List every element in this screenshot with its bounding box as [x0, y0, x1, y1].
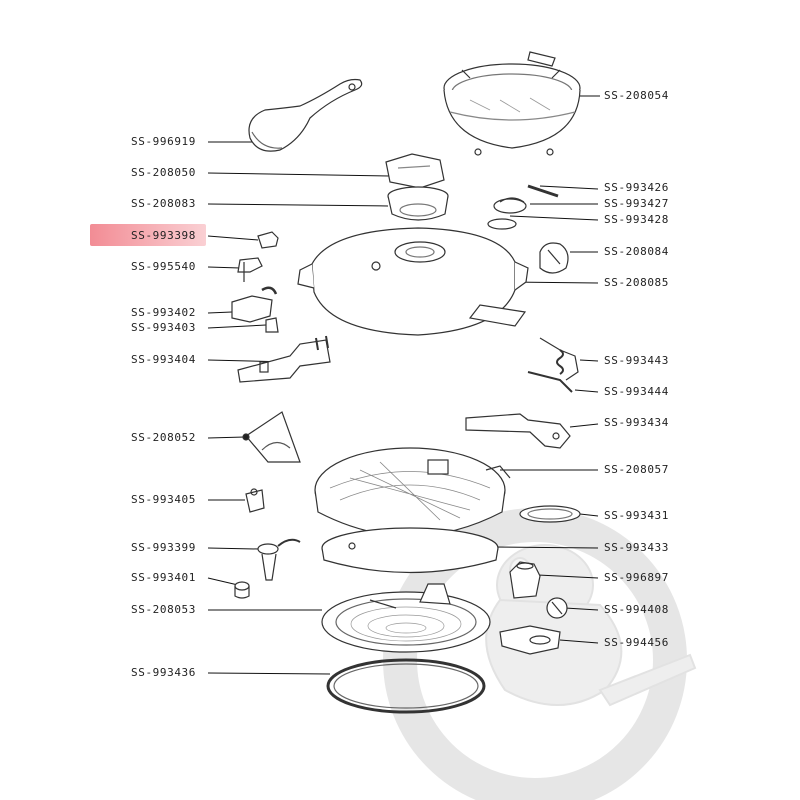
part-label-ss-996897[interactable]: SS-996897 [604, 571, 670, 584]
part-label-ss-208084[interactable]: SS-208084 [604, 245, 670, 258]
part-label-ss-993401[interactable]: SS-993401 [131, 571, 197, 584]
part-label-ss-994456[interactable]: SS-994456 [604, 636, 670, 649]
part-label-ss-993404[interactable]: SS-993404 [131, 353, 197, 366]
part-label-ss-993436[interactable]: SS-993436 [131, 666, 197, 679]
part-label-ss-993428[interactable]: SS-993428 [604, 213, 670, 226]
part-label-ss-208054[interactable]: SS-208054 [604, 89, 670, 102]
part-label-ss-993399[interactable]: SS-993399 [131, 541, 197, 554]
part-label-ss-208083[interactable]: SS-208083 [131, 197, 197, 210]
heating-plate-part [321, 583, 491, 653]
part-label-ss-996919[interactable]: SS-996919 [131, 135, 197, 148]
part-label-ss-993403[interactable]: SS-993403 [131, 321, 197, 334]
part-label-ss-993444[interactable]: SS-993444 [604, 385, 670, 398]
part-label-ss-208050[interactable]: SS-208050 [131, 166, 197, 179]
housing-part [314, 447, 511, 537]
part-label-ss-208053[interactable]: SS-208053 [131, 603, 197, 616]
valve-ring-part [387, 186, 449, 221]
part-label-ss-208052[interactable]: SS-208052 [131, 431, 197, 444]
part-label-ss-993398[interactable]: SS-993398 [131, 229, 197, 242]
part-label-ss-993426[interactable]: SS-993426 [604, 181, 670, 194]
part-label-ss-208057[interactable]: SS-208057 [604, 463, 670, 476]
part-label-ss-994408[interactable]: SS-994408 [604, 603, 670, 616]
part-label-ss-993434[interactable]: SS-993434 [604, 416, 670, 429]
part-label-ss-993405[interactable]: SS-993405 [131, 493, 197, 506]
steam-basket-part [443, 51, 581, 156]
part-label-ss-993433[interactable]: SS-993433 [604, 541, 670, 554]
part-label-ss-993427[interactable]: SS-993427 [604, 197, 670, 210]
lid-part [297, 227, 529, 336]
part-label-ss-995540[interactable]: SS-995540 [131, 260, 197, 273]
ladle-part [248, 78, 363, 152]
part-label-ss-208085[interactable]: SS-208085 [604, 276, 670, 289]
part-label-ss-993402[interactable]: SS-993402 [131, 306, 197, 319]
part-label-ss-993431[interactable]: SS-993431 [604, 509, 670, 522]
part-label-ss-993443[interactable]: SS-993443 [604, 354, 670, 367]
selected-part-highlight [90, 224, 206, 246]
